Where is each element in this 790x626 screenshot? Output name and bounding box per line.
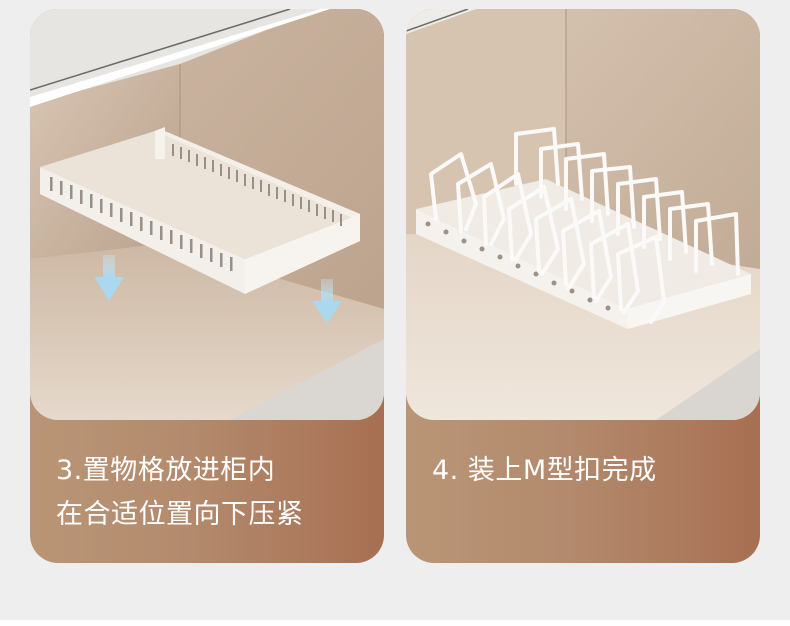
step-3-photo bbox=[30, 9, 384, 420]
down-arrow-icon bbox=[94, 255, 124, 301]
caption-line: 3.置物格放进柜内 bbox=[56, 455, 276, 486]
caption-line: 在合适位置向下压紧 bbox=[56, 499, 304, 530]
step-4-card: 4. 装上M型扣完成 bbox=[406, 9, 760, 563]
caption-line: 4. 装上M型扣完成 bbox=[432, 455, 657, 486]
step-4-caption: 4. 装上M型扣完成 bbox=[432, 449, 657, 493]
step-4-photo bbox=[406, 9, 760, 420]
down-arrow-icon bbox=[312, 279, 342, 323]
step-3-caption: 3.置物格放进柜内 在合适位置向下压紧 bbox=[56, 449, 304, 537]
step-3-card: 3.置物格放进柜内 在合适位置向下压紧 bbox=[30, 9, 384, 563]
